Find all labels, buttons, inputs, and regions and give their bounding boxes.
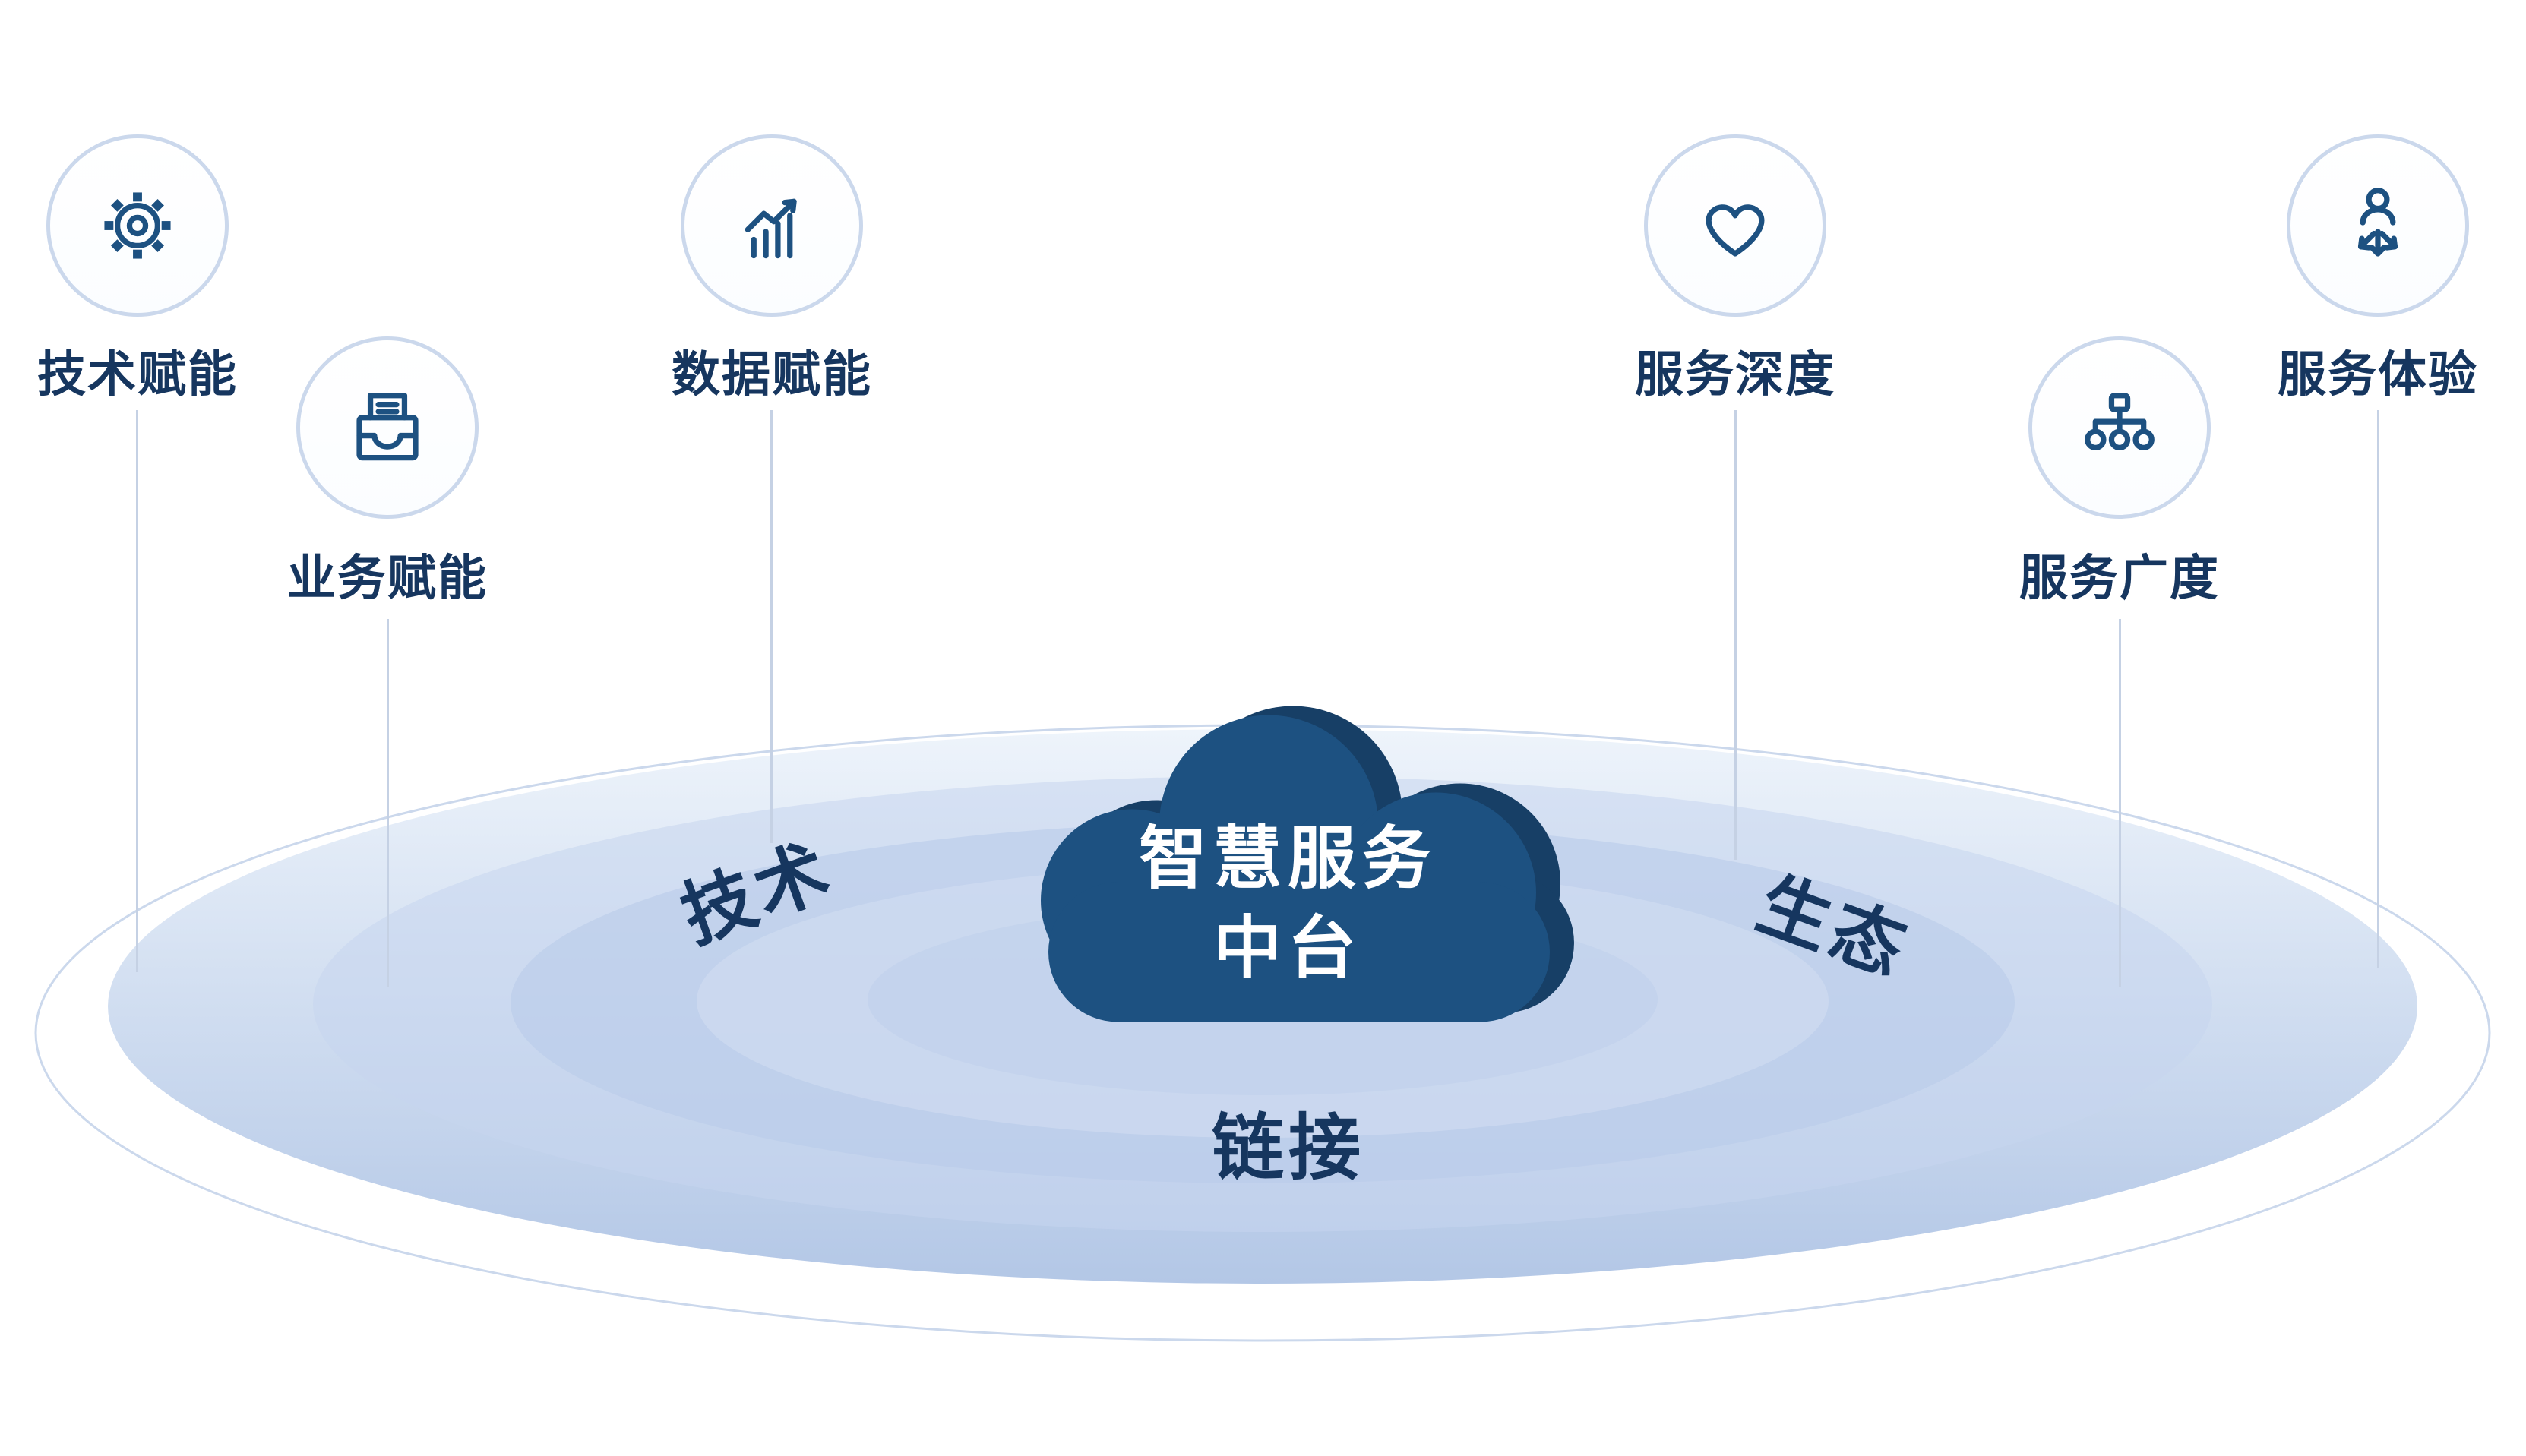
cloud-title: 智慧服务 中台: [980, 814, 1595, 993]
network-hierarchy-icon: [2085, 393, 2155, 451]
node-label-breadth: 服务广度: [2019, 551, 2220, 605]
node-circle-breadth: [2028, 336, 2211, 519]
node-label-tech: 技术赋能: [37, 347, 238, 402]
cloud-front-layer: [1041, 715, 1550, 1022]
node-label-experience: 服务体验: [2278, 347, 2478, 402]
connector-line-data: [770, 410, 773, 843]
node-label-data: 数据赋能: [672, 347, 872, 402]
node-circle-experience: [2287, 134, 2469, 317]
gear-icon: [104, 192, 171, 259]
cloud-title-line2: 中台: [1213, 911, 1362, 987]
platform-label-bottom: 链接: [1212, 1108, 1366, 1189]
inbox-document-icon: [356, 393, 419, 461]
node-label-depth: 服务深度: [1635, 347, 1835, 402]
bar-chart-growth-icon: [745, 198, 797, 259]
node-circle-depth: [1644, 134, 1826, 317]
connector-line-depth: [1734, 410, 1737, 860]
node-circle-tech: [46, 134, 229, 317]
node-circle-data: [681, 134, 863, 317]
node-circle-business: [296, 336, 479, 519]
connector-line-breadth: [2119, 619, 2121, 987]
heart-icon: [1706, 204, 1765, 257]
connector-line-business: [387, 619, 389, 987]
connector-line-tech: [136, 410, 138, 972]
person-directions-icon: [2357, 188, 2398, 257]
node-label-business: 业务赋能: [287, 551, 488, 605]
connector-line-experience: [2377, 410, 2379, 968]
center-cloud: [1041, 706, 1574, 1022]
cloud-title-line1: 智慧服务: [1139, 821, 1437, 897]
